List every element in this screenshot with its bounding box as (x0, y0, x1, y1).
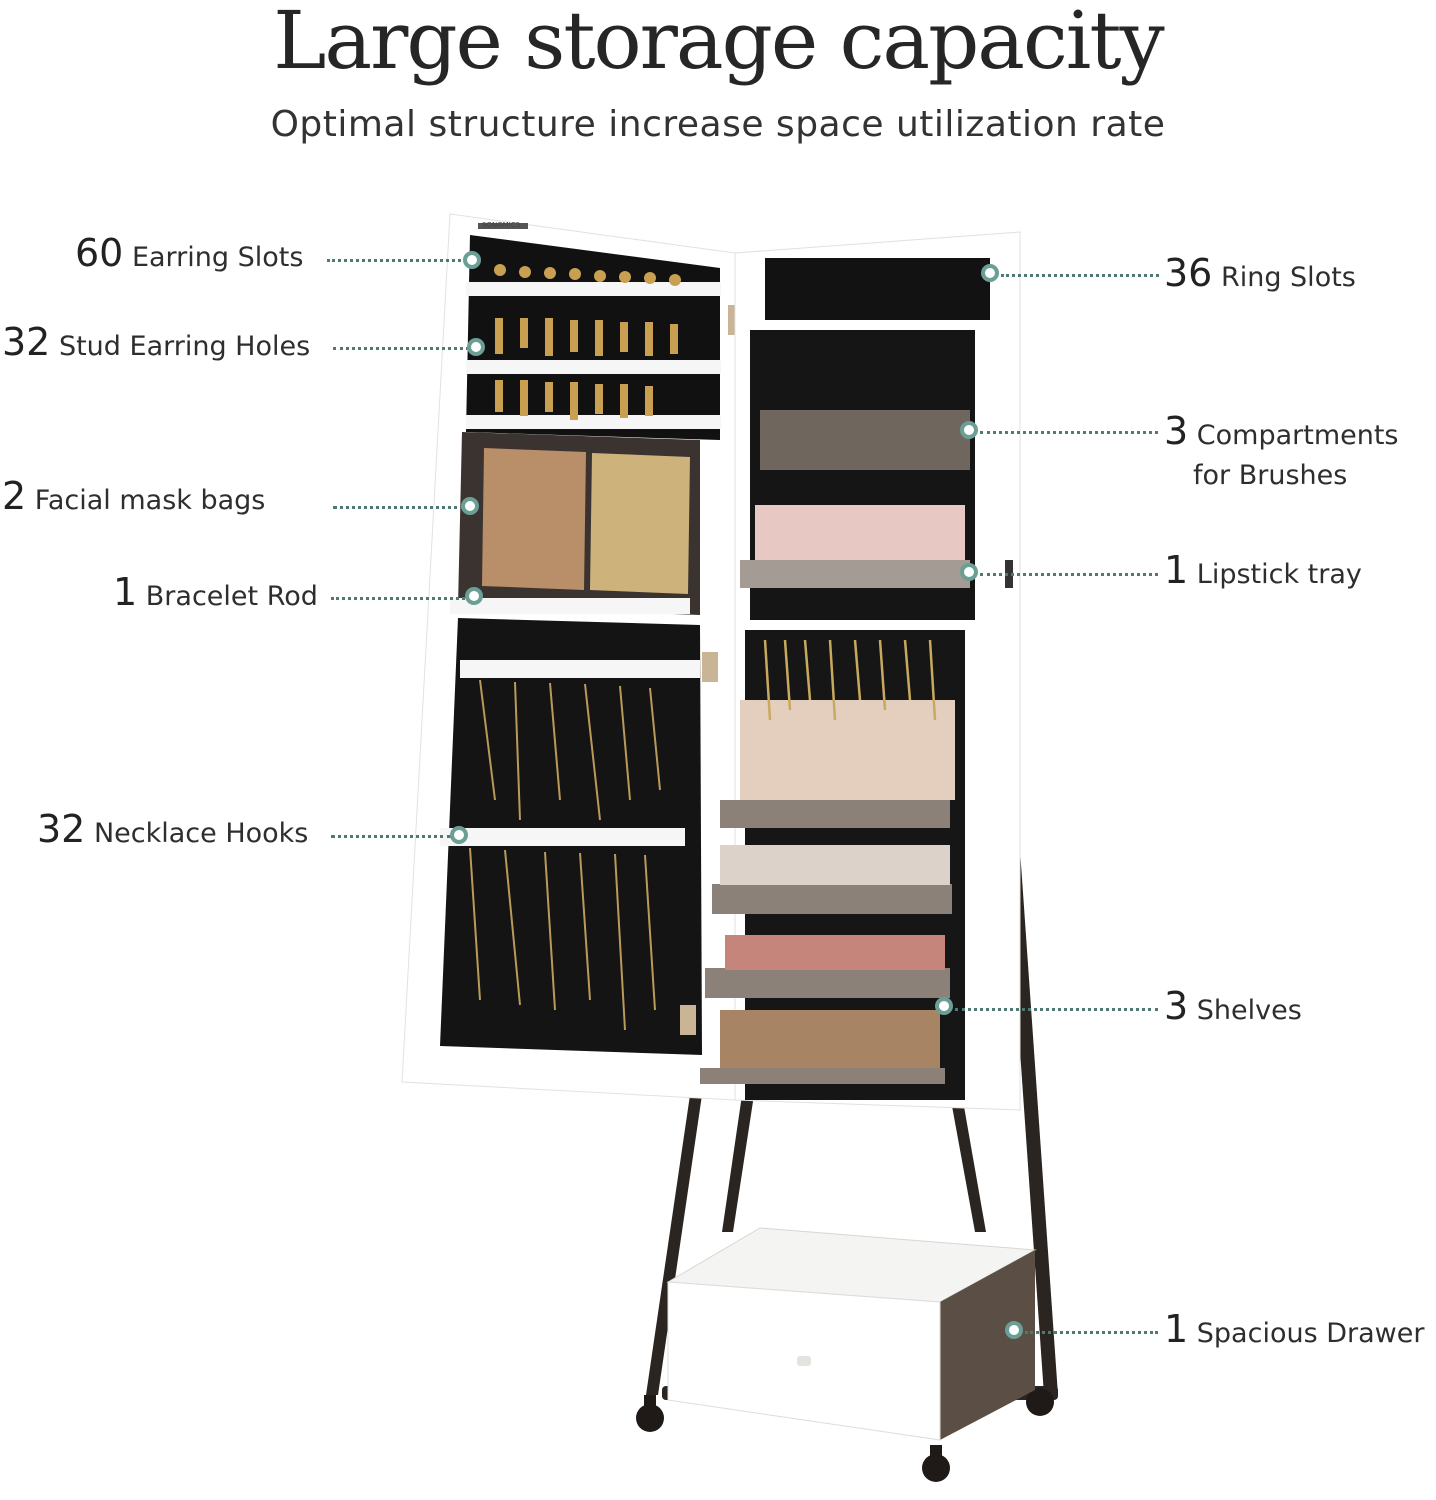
feature-number: 1 (1164, 548, 1189, 592)
feature-number: 36 (1164, 251, 1213, 295)
earrings (494, 264, 681, 420)
feature-lipstick-tray: 1 Lipstick tray (1164, 548, 1362, 592)
feature-text: Ring Slots (1220, 262, 1356, 293)
feature-bracelet-rod: 1 Bracelet Rod (113, 570, 318, 614)
feature-text: Necklace Hooks (93, 818, 309, 849)
marker-dot (960, 563, 978, 581)
leader-line (327, 259, 467, 262)
feature-number: 1 (1164, 1307, 1189, 1351)
feature-necklace-hooks: 32 Necklace Hooks (37, 807, 308, 851)
leader-line (331, 597, 465, 600)
feature-brush-compartments: 3 Compartments (1164, 409, 1399, 453)
feature-number: 2 (2, 474, 27, 518)
feature-number: 60 (75, 231, 124, 275)
feature-number: 32 (37, 807, 86, 851)
cabinet-necklaces (763, 639, 937, 721)
cabinet-body (700, 231, 1021, 1111)
feature-ring-slots: 36 Ring Slots (1164, 251, 1356, 295)
feature-shelves: 3 Shelves (1164, 984, 1302, 1028)
marker-dot (465, 587, 483, 605)
leader-line (333, 506, 465, 509)
marker-dot (1005, 1321, 1023, 1339)
page-title: Large storage capacity (273, 0, 1164, 87)
feature-text: Lipstick tray (1196, 559, 1362, 590)
leader-line (980, 431, 1158, 434)
feature-text-line2: for Brushes (1193, 460, 1348, 491)
marker-dot (935, 997, 953, 1015)
page-subtitle: Optimal structure increase space utiliza… (270, 104, 1166, 145)
leader-line (980, 573, 1158, 576)
door-necklaces (469, 679, 661, 1031)
feature-text: Bracelet Rod (145, 581, 318, 612)
feature-number: 3 (1164, 984, 1189, 1028)
feature-earring-slots: 60 Earring Slots (75, 231, 303, 275)
brand-logo-text: SONGMICS (482, 221, 521, 229)
leader-line (1025, 1331, 1158, 1334)
marker-dot (450, 826, 468, 844)
feature-number: 3 (1164, 409, 1189, 453)
leader-line (331, 835, 451, 838)
feature-text: Earring Slots (131, 242, 304, 273)
feature-number: 32 (2, 320, 51, 364)
marker-dot (960, 421, 978, 439)
feature-spacious-drawer: 1 Spacious Drawer (1164, 1307, 1424, 1351)
marker-dot (981, 264, 999, 282)
feature-number: 1 (113, 570, 138, 614)
feature-stud-earring-holes: 32 Stud Earring Holes (2, 320, 310, 364)
feature-text: Shelves (1196, 995, 1302, 1026)
feature-text: Facial mask bags (34, 485, 266, 516)
feature-facial-mask-bags: 2 Facial mask bags (2, 474, 265, 518)
leader-line (955, 1008, 1158, 1011)
leader-line (333, 347, 469, 350)
leader-line (1001, 274, 1159, 277)
feature-text: Compartments (1196, 420, 1399, 451)
drawer (666, 1227, 1037, 1441)
marker-dot (467, 338, 485, 356)
feature-text: Spacious Drawer (1196, 1318, 1425, 1349)
marker-dot (463, 251, 481, 269)
caster-wheels (636, 1388, 1054, 1482)
feature-text: Stud Earring Holes (58, 331, 311, 362)
cabinet-door (401, 213, 744, 1101)
marker-dot (461, 497, 479, 515)
